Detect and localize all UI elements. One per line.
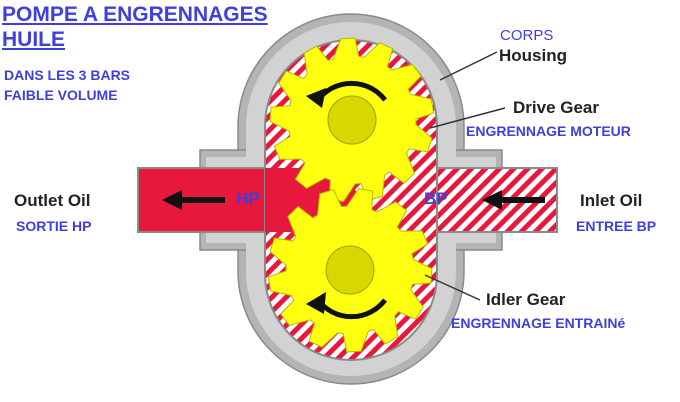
- note-line-1: DANS LES 3 BARS: [4, 67, 131, 83]
- idler-gear-label-en: Idler Gear: [486, 290, 566, 309]
- left-arrow-icon: [162, 190, 225, 210]
- idler-gear: [267, 187, 433, 353]
- outlet-label-en: Outlet Oil: [14, 191, 91, 210]
- outlet-label-fr: SORTIE HP: [16, 218, 92, 234]
- inlet-label-en: Inlet Oil: [580, 191, 643, 210]
- note-line-2: FAIBLE VOLUME: [4, 87, 118, 103]
- left-arrow-icon: [482, 190, 545, 210]
- housing-label-en: Housing: [499, 46, 567, 65]
- drive-gear-label-fr: ENGRENNAGE MOTEUR: [466, 123, 631, 139]
- high-pressure-label: HP: [236, 189, 260, 208]
- idler-gear-label-fr: ENGRENNAGE ENTRAINé: [451, 315, 626, 331]
- counterclockwise-arrow-icon: [306, 80, 387, 108]
- drive-gear: [269, 37, 435, 203]
- inlet-label-fr: ENTREE BP: [576, 218, 657, 234]
- housing-label-fr: CORPS: [500, 27, 554, 44]
- drive-gear-label-en: Drive Gear: [513, 98, 599, 117]
- title-line-1: POMPE A ENGRENNAGES: [2, 3, 268, 26]
- low-pressure-label: BP: [424, 189, 448, 208]
- title-line-2: HUILE: [2, 28, 65, 51]
- clockwise-arrow-icon: [306, 292, 387, 320]
